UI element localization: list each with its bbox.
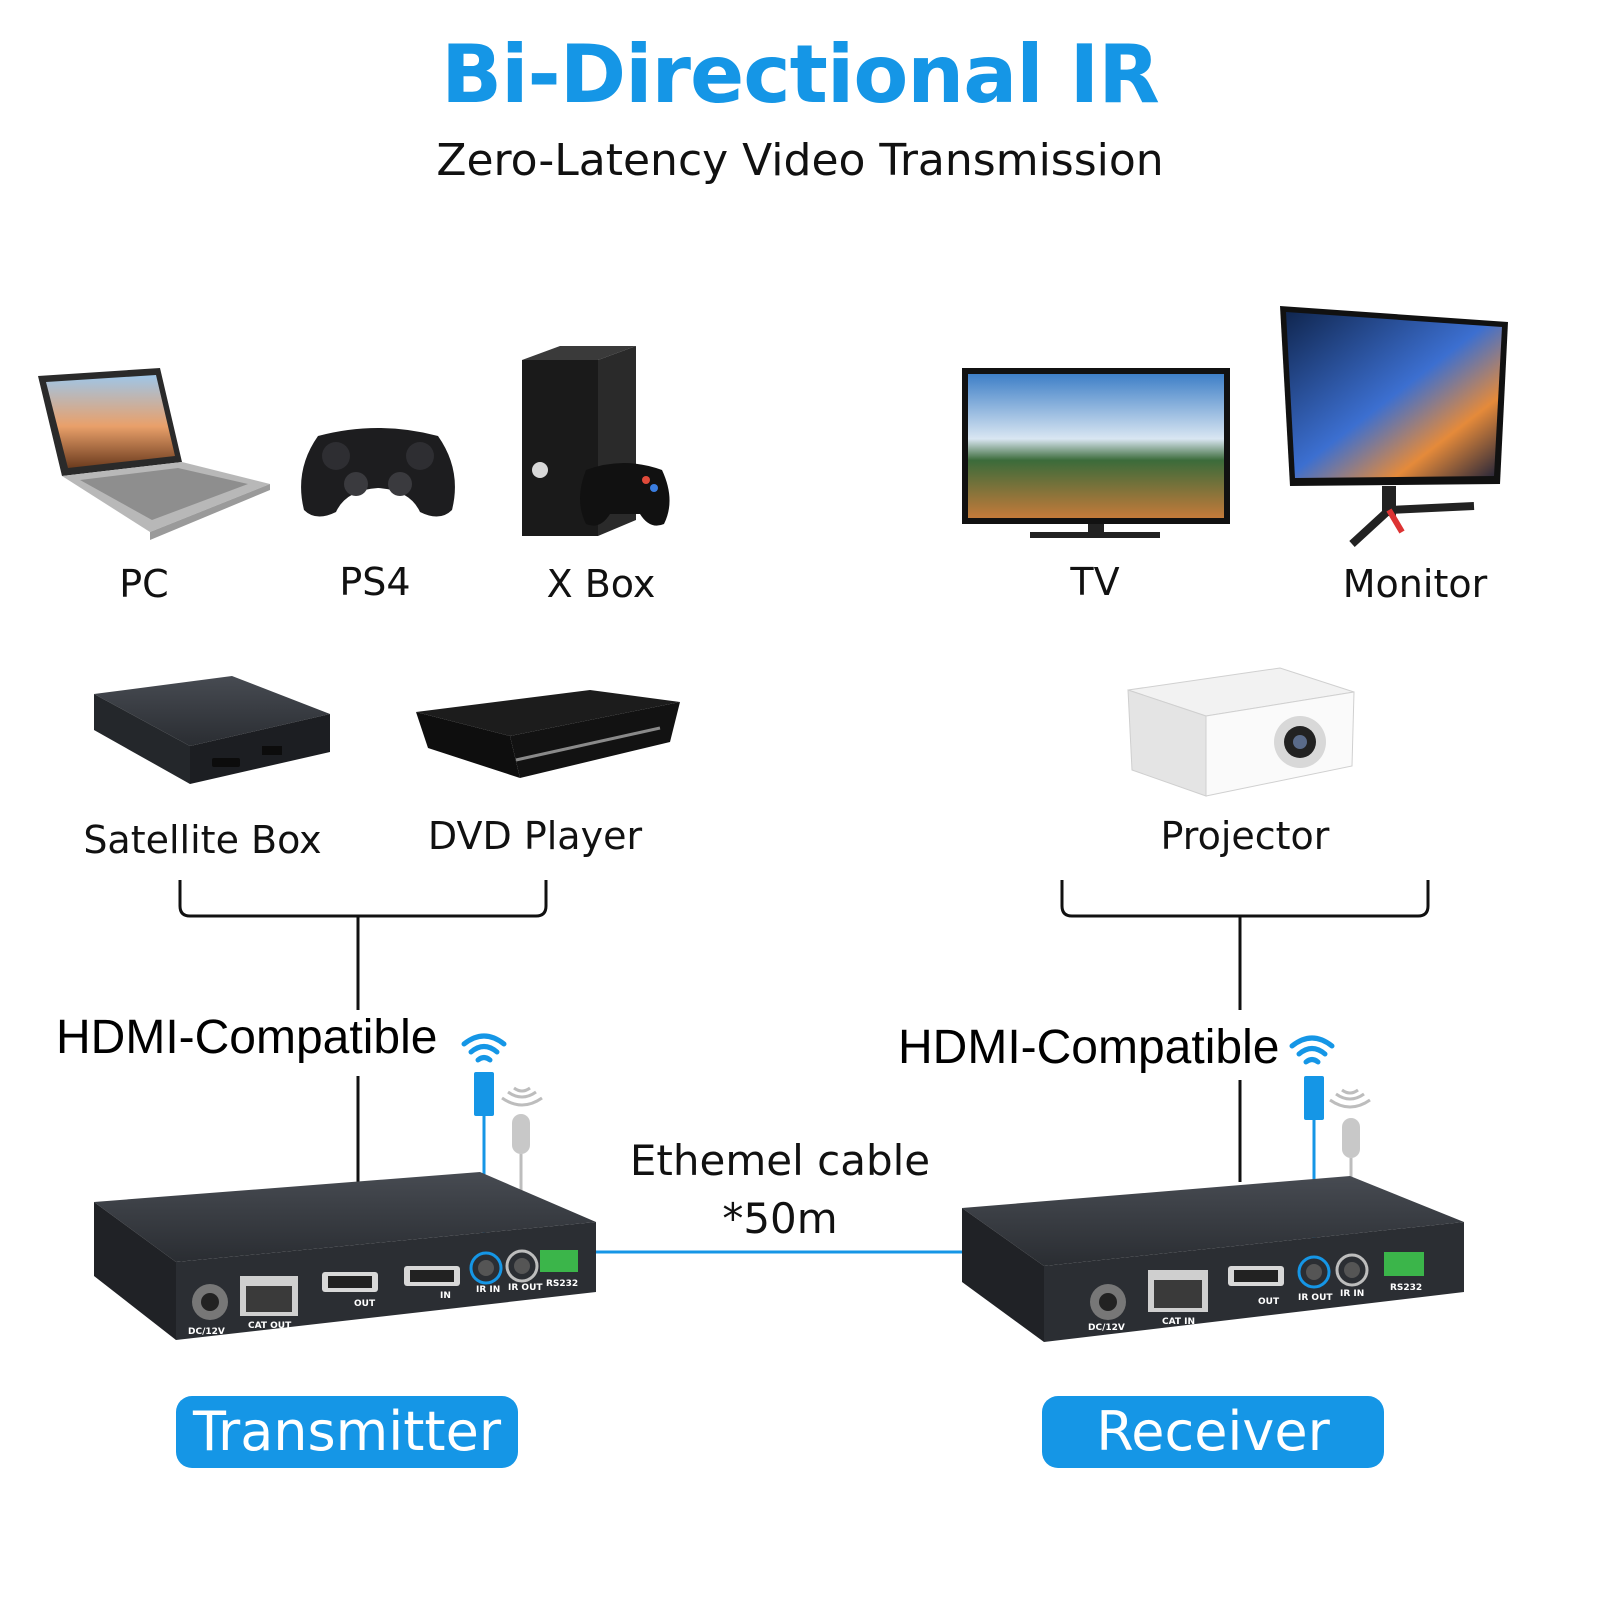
port-label: OUT: [354, 1299, 376, 1309]
receiver-button[interactable]: Receiver: [1042, 1396, 1384, 1468]
gamepad-icon: [301, 428, 455, 517]
device-label-tv: TV: [1070, 560, 1120, 604]
hdmi-label-left: HDMI-Compatible: [56, 1011, 438, 1064]
transmitter-button[interactable]: Transmitter: [176, 1396, 518, 1468]
projector-icon: [1127, 667, 1355, 797]
cable-type-text: Ethemel cable: [629, 1136, 931, 1185]
wifi-icon: [1289, 1035, 1335, 1065]
device-label-ps4: PS4: [339, 560, 411, 604]
page-title: Bi-Directional IR: [441, 28, 1160, 121]
satellite-box-icon: [94, 676, 330, 784]
port-label: IR OUT: [1298, 1293, 1333, 1303]
ir-emitter-cable-head: [512, 1114, 530, 1154]
port-label: OUT: [1258, 1297, 1280, 1307]
port-label: DC/12V: [1088, 1323, 1125, 1333]
port-label: IR IN: [476, 1285, 500, 1295]
tv-icon: [962, 368, 1230, 538]
monitor-icon: [1280, 306, 1508, 547]
dvd-player-icon: [416, 690, 680, 778]
hdmi-label-right: HDMI-Compatible: [898, 1021, 1280, 1074]
transmitter-device: [94, 1172, 596, 1340]
xbox-console-icon: [522, 346, 670, 536]
port-label: RS232: [546, 1279, 578, 1289]
device-label-monitor: Monitor: [1342, 562, 1488, 606]
ir-emitter-signal-icon: [1329, 1088, 1371, 1109]
device-label-satellite-box: Satellite Box: [83, 818, 322, 862]
page-subtitle: Zero-Latency Video Transmission: [436, 135, 1164, 186]
cable-length-text: *50m: [722, 1194, 838, 1243]
port-label: CAT IN: [1162, 1317, 1195, 1327]
port-label: RS232: [1390, 1283, 1422, 1293]
ir-emitter-signal-icon: [501, 1086, 543, 1107]
wifi-icon: [461, 1033, 507, 1063]
device-label-xbox: X Box: [546, 562, 656, 606]
device-label-projector: Projector: [1160, 814, 1330, 858]
device-label-pc: PC: [119, 562, 169, 606]
port-label: IR OUT: [508, 1283, 543, 1293]
receiver-device: [962, 1176, 1464, 1342]
ir-receiver-cable-head: [474, 1072, 494, 1116]
cable-label: Ethemel cable *50m: [600, 1132, 960, 1248]
source-bracket: [178, 880, 548, 918]
port-label: IN: [440, 1291, 451, 1301]
display-bracket: [1060, 880, 1430, 918]
port-label: IR IN: [1340, 1289, 1364, 1299]
port-label: DC/12V: [188, 1327, 225, 1337]
laptop-icon: [38, 368, 270, 540]
ir-receiver-cable-head: [1304, 1076, 1324, 1120]
port-label: CAT OUT: [248, 1321, 292, 1331]
ir-emitter-cable-head: [1342, 1118, 1360, 1158]
device-label-dvd-player: DVD Player: [427, 814, 643, 858]
